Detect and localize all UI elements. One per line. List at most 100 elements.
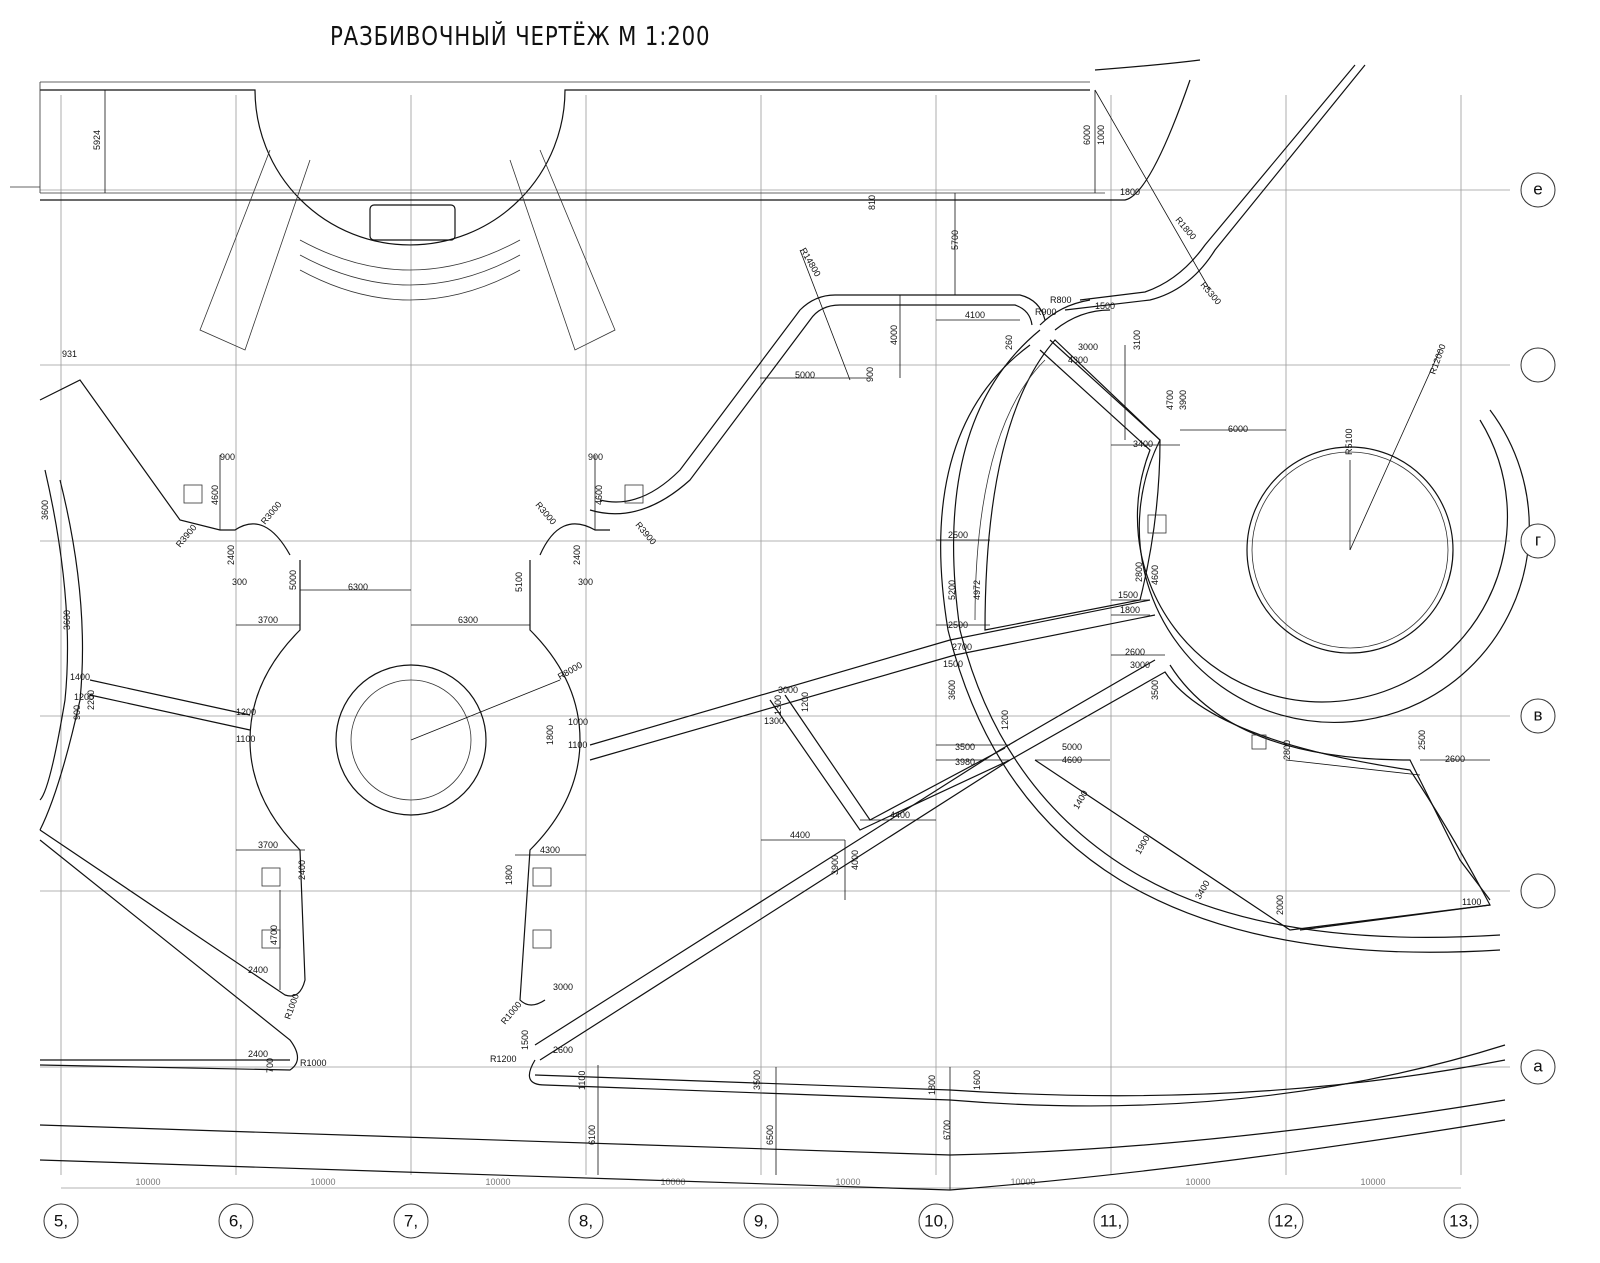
- svg-text:6,: 6,: [229, 1212, 243, 1231]
- axis-bubble-col: 6,: [218, 1203, 254, 1239]
- svg-text:9,: 9,: [754, 1212, 768, 1231]
- dim-2400b: 2400: [572, 545, 582, 565]
- dim-5924: 5924: [92, 130, 102, 150]
- dim-4300: 4300: [1068, 355, 1088, 365]
- dim-5200: 5200: [947, 580, 957, 600]
- column-axis-bubbles: 5, 6, 7, 8, 9, 10, 11, 12, 13,: [43, 1203, 1479, 1239]
- axis-bubble-col: 13,: [1443, 1203, 1479, 1239]
- dim-1200b: 1200: [800, 692, 810, 712]
- dim-1100d: 1100: [1462, 897, 1481, 907]
- dim-1400b: 1400: [70, 672, 90, 682]
- dim-3500b: 3500: [1150, 680, 1160, 700]
- dim-6000b: 6000: [1228, 424, 1248, 434]
- dim-1200: 1200: [236, 707, 256, 717]
- dim-3900: 3900: [1178, 390, 1188, 410]
- dim-4700: 4700: [1165, 390, 1175, 410]
- axis-bubble-col: 9,: [743, 1203, 779, 1239]
- dim-2500: 2500: [948, 530, 968, 540]
- svg-text:10,: 10,: [924, 1212, 948, 1231]
- dim-1000b: 1000: [568, 717, 588, 727]
- dim-2600: 2600: [1125, 647, 1145, 657]
- dim-3000: 3000: [1078, 342, 1098, 352]
- dim-R5300: R5300: [1198, 280, 1223, 307]
- building-outline: [10, 81, 1105, 351]
- dim-3000d: 3000: [553, 982, 573, 992]
- svg-text:а: а: [1533, 1057, 1543, 1076]
- dim-2500b: 2500: [948, 620, 968, 630]
- axis-bubble-row: [1520, 873, 1556, 909]
- dim-4000: 4000: [889, 325, 899, 345]
- dim-R1000c: R1000: [300, 1058, 327, 1068]
- dim-1000: 1000: [1096, 125, 1106, 145]
- span-label: 10000: [660, 1177, 685, 1187]
- dim-300: 300: [232, 577, 247, 587]
- dim-3900b: 3900: [830, 855, 840, 875]
- axis-bubble-row: [1520, 347, 1556, 383]
- dim-3100: 3100: [1132, 330, 1142, 350]
- dim-1500c: 1500: [1118, 590, 1138, 600]
- dim-3600: 3600: [40, 500, 50, 520]
- dim-R14800: R14800: [798, 246, 822, 278]
- axis-bubble-row: а: [1520, 1049, 1556, 1085]
- dim-3400b: 3400: [1193, 879, 1212, 901]
- site-furniture: [183, 484, 1267, 949]
- dim-2600c: 2600: [553, 1045, 573, 1055]
- dim-R900: R900: [1035, 307, 1057, 317]
- dim-2400: 2400: [226, 545, 236, 565]
- dim-4972: 4972: [972, 580, 982, 600]
- dim-300b: 300: [578, 577, 593, 587]
- dim-R3000: R3000: [259, 500, 284, 527]
- dim-3500: 3500: [955, 742, 975, 752]
- dim-1100c: 1100: [577, 1071, 587, 1090]
- dim-5000c: 5000: [1062, 742, 1082, 752]
- dim-5100: 5100: [514, 572, 524, 592]
- dim-4600: 4600: [210, 485, 220, 505]
- span-label: 10000: [1185, 1177, 1210, 1187]
- dim-2800b: 2800: [1282, 740, 1292, 760]
- dim-1800d: 1800: [504, 865, 514, 885]
- dim-810: 810: [867, 195, 877, 210]
- span-label: 10000: [1360, 1177, 1385, 1187]
- dim-1800: 1800: [1120, 187, 1140, 197]
- dim-R3900b: R3900: [633, 520, 658, 547]
- dim-6300b: 6300: [458, 615, 478, 625]
- dim-R1800: R1800: [1173, 215, 1198, 242]
- dim-6300: 6300: [348, 582, 368, 592]
- axis-bubble-row: в: [1520, 698, 1556, 734]
- svg-text:в: в: [1533, 706, 1542, 725]
- dim-3600b: 3600: [947, 680, 957, 700]
- dim-1500: 1500: [1095, 301, 1115, 311]
- dim-5700: 5700: [950, 230, 960, 250]
- dim-R800: R800: [1050, 295, 1072, 305]
- dim-3500c: 3500: [752, 1070, 762, 1090]
- dim-3600c: 3600: [62, 610, 72, 630]
- dim-1200c: 1200: [74, 692, 94, 702]
- dim-3980: 3980: [955, 757, 975, 767]
- svg-text:11,: 11,: [1100, 1212, 1122, 1231]
- dim-R12000: R12000: [1427, 343, 1447, 376]
- dim-R8000: R8000: [556, 660, 584, 682]
- dim-1900: 1900: [1133, 834, 1152, 856]
- span-label: 10000: [835, 1177, 860, 1187]
- dim-931: 931: [62, 349, 77, 359]
- walkways: [39, 59, 1530, 1191]
- dim-2400c: 2400: [297, 860, 307, 880]
- axis-bubble-col: 12,: [1268, 1203, 1304, 1239]
- span-label: 10000: [310, 1177, 335, 1187]
- dim-4100: 4100: [965, 310, 985, 320]
- svg-text:5,: 5,: [54, 1212, 68, 1231]
- dim-1500d: 1500: [520, 1030, 530, 1050]
- dim-2500c: 2500: [1417, 730, 1427, 750]
- dim-2600b: 2600: [1445, 754, 1465, 764]
- dim-3400: 3400: [1133, 439, 1153, 449]
- svg-text:7,: 7,: [404, 1212, 418, 1231]
- span-label: 10000: [135, 1177, 160, 1187]
- dim-900c: 900: [588, 452, 603, 462]
- grid-lines: [40, 95, 1510, 1189]
- dim-6000: 6000: [1082, 125, 1092, 145]
- dim-1100: 1100: [236, 734, 255, 744]
- dim-R1000b: R1000: [499, 1000, 524, 1027]
- axis-bubble-col: 8,: [568, 1203, 604, 1239]
- dim-R1200: R1200: [490, 1054, 517, 1064]
- dim-5000: 5000: [795, 370, 815, 380]
